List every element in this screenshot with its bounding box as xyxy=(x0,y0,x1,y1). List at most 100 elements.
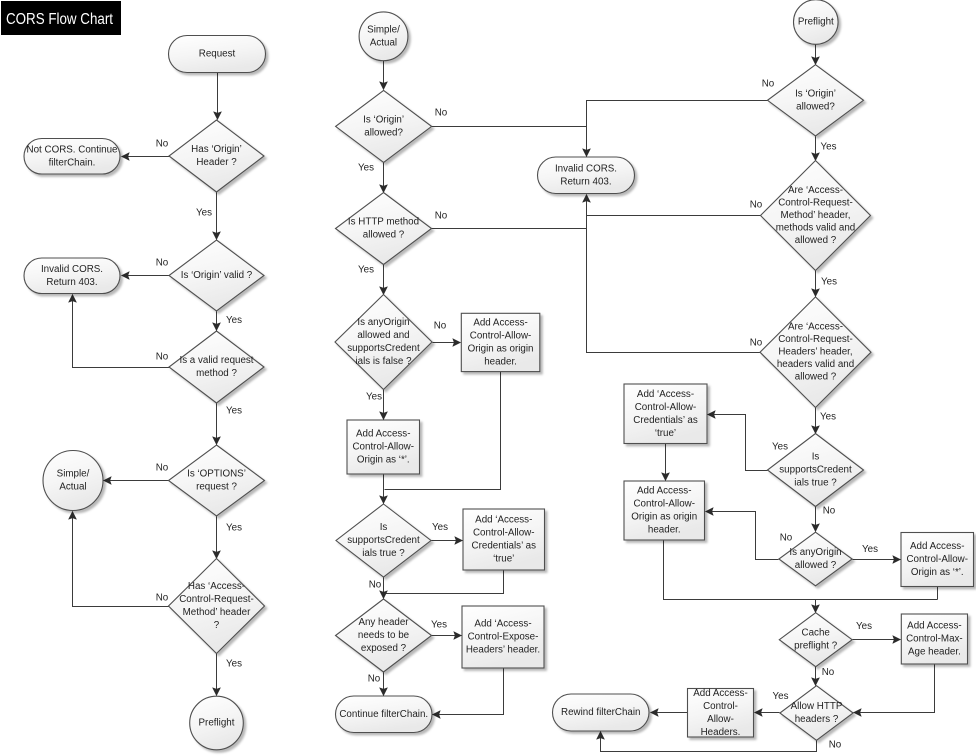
svg-text:Yes: Yes xyxy=(226,406,242,417)
svg-text:Control-Request-: Control-Request- xyxy=(778,334,853,345)
svg-text:Control-Allow-: Control-Allow- xyxy=(635,402,697,413)
svg-text:No: No xyxy=(369,580,382,591)
svg-text:Has ‘Access-: Has ‘Access- xyxy=(188,581,245,592)
svg-text:Control-Allow-: Control-Allow- xyxy=(352,442,414,453)
svg-text:No: No xyxy=(156,463,169,474)
svg-text:Add Access-: Add Access- xyxy=(356,429,410,440)
svg-text:supportsCredent: supportsCredent xyxy=(347,535,420,546)
svg-text:Origin as origin: Origin as origin xyxy=(468,343,534,354)
svg-text:Control-Max-: Control-Max- xyxy=(906,634,963,645)
svg-text:allowed ?: allowed ? xyxy=(363,230,405,241)
svg-text:Invalid CORS.: Invalid CORS. xyxy=(555,163,617,174)
svg-text:Age header.: Age header. xyxy=(908,647,961,658)
svg-text:No: No xyxy=(156,352,169,363)
svg-text:allowed ?: allowed ? xyxy=(795,235,837,246)
svg-text:ials is false ?: ials is false ? xyxy=(355,356,412,367)
svg-text:No: No xyxy=(829,740,842,751)
svg-text:Headers’ header.: Headers’ header. xyxy=(466,645,540,656)
svg-text:Yes: Yes xyxy=(358,163,374,174)
svg-text:Request: Request xyxy=(199,49,236,60)
svg-text:Credentials’ as: Credentials’ as xyxy=(633,415,698,426)
svg-text:Cache: Cache xyxy=(802,628,831,639)
svg-text:Not CORS. Continue: Not CORS. Continue xyxy=(27,144,118,155)
svg-text:Continue filterChain.: Continue filterChain. xyxy=(339,709,428,720)
svg-text:Control-Allow-: Control-Allow- xyxy=(470,330,532,341)
svg-text:headers valid and: headers valid and xyxy=(777,359,854,370)
svg-text:No: No xyxy=(156,139,169,150)
svg-text:needs to be: needs to be xyxy=(358,630,410,641)
svg-text:No: No xyxy=(156,258,169,269)
svg-text:Is HTTP method: Is HTTP method xyxy=(348,217,419,228)
svg-text:Actual: Actual xyxy=(59,482,86,493)
svg-text:allowed ?: allowed ? xyxy=(795,372,837,383)
svg-text:methods valid and: methods valid and xyxy=(776,223,856,234)
svg-text:Yes: Yes xyxy=(358,265,374,276)
svg-text:No: No xyxy=(368,674,381,685)
svg-text:ials true ?: ials true ? xyxy=(794,478,837,489)
svg-text:Add ‘Access-: Add ‘Access- xyxy=(637,389,694,400)
svg-text:Yes: Yes xyxy=(821,142,837,153)
svg-text:Preflight: Preflight xyxy=(798,17,834,28)
svg-text:Is: Is xyxy=(380,522,388,533)
svg-text:Preflight: Preflight xyxy=(199,718,235,729)
svg-text:ials true ?: ials true ? xyxy=(362,548,405,559)
svg-text:exposed ?: exposed ? xyxy=(361,643,407,654)
svg-text:Is ‘Origin’ valid ?: Is ‘Origin’ valid ? xyxy=(181,270,253,281)
svg-text:Is anyOrigin: Is anyOrigin xyxy=(357,317,409,328)
svg-text:No: No xyxy=(435,108,448,119)
svg-text:Is ‘Origin’: Is ‘Origin’ xyxy=(795,88,836,99)
svg-text:Allow HTTP: Allow HTTP xyxy=(791,701,843,712)
svg-text:Yes: Yes xyxy=(366,392,382,403)
svg-text:Are ‘Access-: Are ‘Access- xyxy=(788,185,843,196)
svg-text:Rewind filterChain: Rewind filterChain xyxy=(561,707,641,718)
svg-text:Control-Expose-: Control-Expose- xyxy=(468,632,539,643)
svg-text:Any header: Any header xyxy=(358,617,409,628)
svg-text:Add ‘Access-: Add ‘Access- xyxy=(475,515,532,526)
svg-text:allowed and: allowed and xyxy=(357,330,409,341)
svg-text:No: No xyxy=(762,79,775,90)
svg-text:supportsCredent: supportsCredent xyxy=(347,343,420,354)
svg-text:Header ?: Header ? xyxy=(196,157,237,168)
svg-text:No: No xyxy=(156,593,169,604)
svg-text:Credentials’ as: Credentials’ as xyxy=(472,541,537,552)
svg-text:Yes: Yes xyxy=(773,691,789,702)
svg-text:Simple/: Simple/ xyxy=(367,24,400,35)
svg-text:Yes: Yes xyxy=(856,621,872,632)
svg-text:Yes: Yes xyxy=(432,522,448,533)
svg-text:allowed?: allowed? xyxy=(364,127,403,138)
svg-text:Add Access-: Add Access- xyxy=(907,621,961,632)
svg-text:header.: header. xyxy=(484,356,517,367)
svg-text:Add Access-: Add Access- xyxy=(637,486,691,497)
svg-text:header.: header. xyxy=(648,525,681,536)
svg-text:Simple/: Simple/ xyxy=(57,469,90,480)
svg-text:No: No xyxy=(823,506,836,517)
svg-text:‘true’: ‘true’ xyxy=(493,554,514,565)
svg-text:Is: Is xyxy=(812,452,820,463)
svg-text:Method’ header,: Method’ header, xyxy=(781,210,851,221)
svg-text:preflight ?: preflight ? xyxy=(794,641,838,652)
svg-text:Headers’ header,: Headers’ header, xyxy=(778,347,852,358)
svg-text:‘true’: ‘true’ xyxy=(655,428,676,439)
svg-text:Yes: Yes xyxy=(226,315,242,326)
svg-text:Yes: Yes xyxy=(196,208,212,219)
svg-text:Add Access-: Add Access- xyxy=(693,688,747,699)
svg-text:CORS Flow Chart: CORS Flow Chart xyxy=(6,11,114,28)
svg-text:?: ? xyxy=(214,620,220,631)
svg-text:Are ‘Access-: Are ‘Access- xyxy=(788,322,843,333)
svg-text:No: No xyxy=(435,211,448,222)
svg-text:headers ?: headers ? xyxy=(795,714,839,725)
svg-text:Return 403.: Return 403. xyxy=(560,176,611,187)
svg-text:No: No xyxy=(780,533,793,544)
svg-text:No: No xyxy=(822,667,835,678)
svg-text:Yes: Yes xyxy=(821,277,837,288)
svg-text:Is a valid request: Is a valid request xyxy=(179,355,253,366)
svg-text:Invalid CORS.: Invalid CORS. xyxy=(41,264,103,275)
svg-text:Return 403.: Return 403. xyxy=(46,277,97,288)
svg-text:allowed?: allowed? xyxy=(796,101,835,112)
svg-text:Origin as ‘*’.: Origin as ‘*’. xyxy=(911,567,964,578)
svg-text:Yes: Yes xyxy=(772,442,788,453)
svg-text:Control-Request-: Control-Request- xyxy=(179,594,254,605)
svg-text:Headers.: Headers. xyxy=(701,727,741,738)
svg-text:Yes: Yes xyxy=(862,544,878,555)
svg-text:Control-: Control- xyxy=(703,701,738,712)
